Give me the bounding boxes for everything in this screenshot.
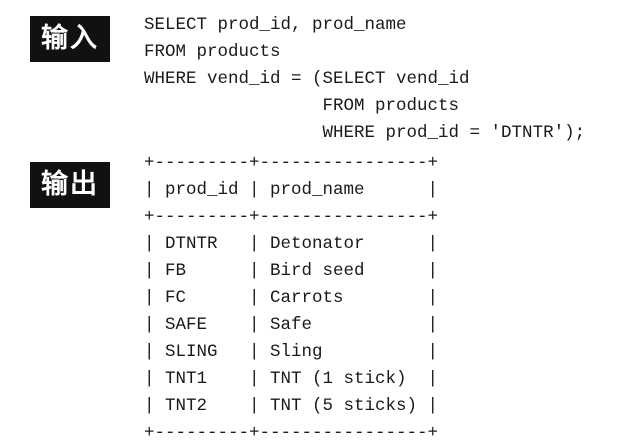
table-row: | FC | Carrots | [144, 288, 439, 308]
input-label-badge: 输入 [30, 16, 110, 62]
table-row: | SAFE | Safe | [144, 315, 439, 335]
table-border-line: +---------+----------------+ [144, 423, 439, 443]
sql-line: FROM products [144, 42, 281, 62]
sql-line: FROM products [144, 96, 460, 116]
table-row: | SLING | Sling | [144, 342, 439, 362]
table-row: | DTNTR | Detonator | [144, 234, 439, 254]
sql-line: WHERE vend_id = (SELECT vend_id [144, 69, 470, 89]
sql-line: SELECT prod_id, prod_name [144, 15, 407, 35]
table-row: | TNT2 | TNT (5 sticks) | [144, 396, 439, 416]
sql-line: WHERE prod_id = 'DTNTR'); [144, 123, 586, 143]
table-header-row: | prod_id | prod_name | [144, 180, 439, 200]
table-border-line: +---------+----------------+ [144, 153, 439, 173]
table-row: | TNT1 | TNT (1 stick) | [144, 369, 439, 389]
output-label-badge: 输出 [30, 162, 110, 208]
result-table-block: +---------+----------------+ | prod_id | … [144, 150, 438, 447]
table-row: | FB | Bird seed | [144, 261, 439, 281]
table-border-line: +---------+----------------+ [144, 207, 439, 227]
